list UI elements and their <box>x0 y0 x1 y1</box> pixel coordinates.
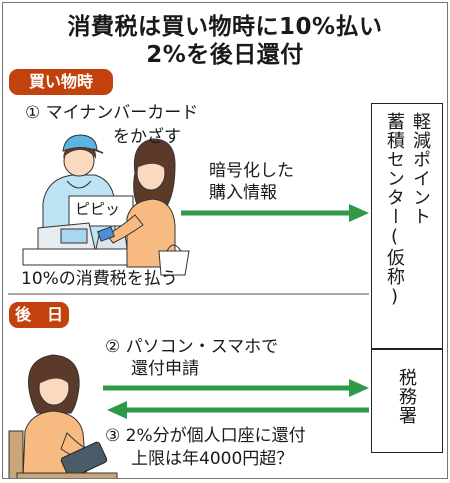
tablet-user-figure <box>8 354 118 478</box>
speech-card <box>68 195 134 227</box>
section-tag-purchase: 買い物時 <box>9 69 113 95</box>
step3-text-line2: 上限は年4000円超？ <box>131 449 294 469</box>
tax-paid-text: 10%の消費税を払う <box>21 269 178 289</box>
arrow-to-point-center <box>181 204 369 222</box>
arrow1-label-line1: 暗号化した <box>209 161 294 181</box>
step2-text-line2: 還付申請 <box>131 359 199 379</box>
infographic: 消費税は買い物時に10%払い 2%を後日還付 買い物時 後 日 <box>2 2 448 479</box>
point-center-label-col1: 軽減ポイント <box>410 112 431 226</box>
step1-text-line1: ① マイナンバーカード <box>25 103 199 123</box>
beep-text: ピピッ <box>75 200 121 218</box>
arrow-to-tax-office <box>103 379 369 397</box>
step3-text-line1: ③ 2%分が個人口座に還付 <box>105 426 306 446</box>
customer-figure <box>97 138 190 276</box>
headline-line-1: 消費税は買い物時に10%払い <box>67 14 383 40</box>
tax-office-label: 税務署 <box>396 368 417 425</box>
arrow1-label-line2: 購入情報 <box>209 183 277 203</box>
tax-office-box: 税務署 <box>371 349 443 453</box>
point-center-box: 軽減ポイント 蓄積センター(仮称) <box>371 103 443 349</box>
step1-text-line2: をかざす <box>113 127 181 147</box>
illustrations <box>8 134 369 478</box>
section-tag-later: 後 日 <box>9 302 69 328</box>
point-center-label-col2: 蓄積センター(仮称) <box>384 112 405 308</box>
headline-line-2: 2%を後日還付 <box>146 42 304 68</box>
step2-text-line1: ② パソコン・スマホで <box>105 337 279 357</box>
arrow-from-tax-office <box>107 401 369 419</box>
